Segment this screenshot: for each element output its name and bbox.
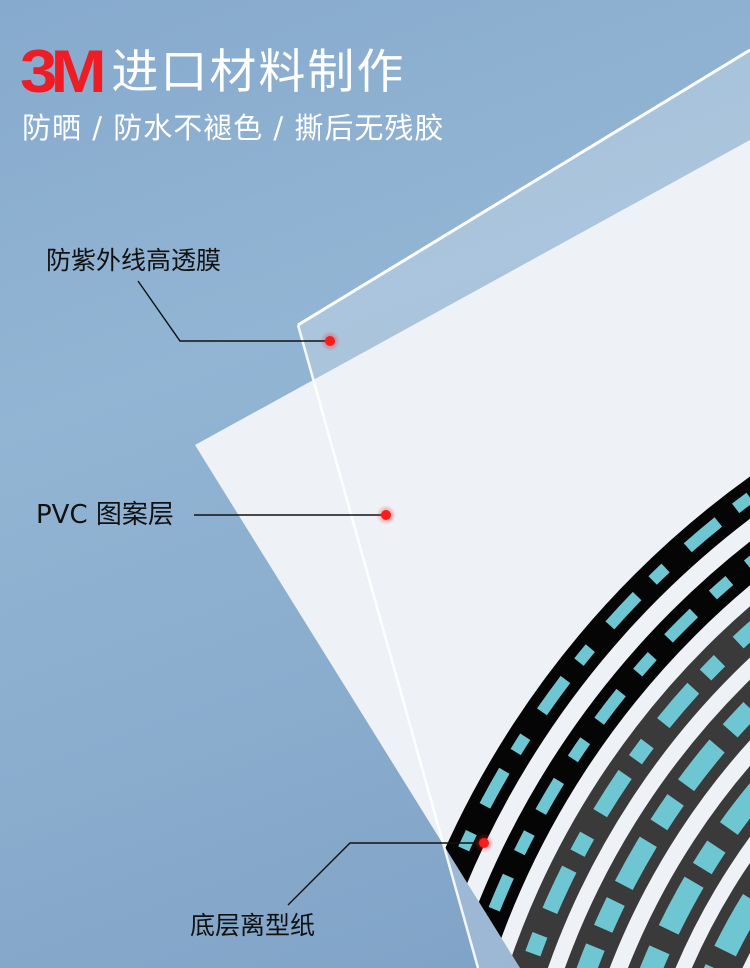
leader-line-film xyxy=(137,280,330,342)
callout-dot-pvc xyxy=(376,505,396,525)
callout-dot-film xyxy=(320,331,340,351)
callout-label-film: 防紫外线高透膜 xyxy=(46,246,222,275)
leader-line-paper xyxy=(287,842,484,906)
page-title: 进口材料制作 xyxy=(111,44,406,100)
headline: 3M 进口材料制作 xyxy=(20,42,405,102)
callout-dot-paper xyxy=(474,833,494,853)
brand-logo-3m: 3M xyxy=(20,38,107,105)
callout-label-backing: 底层离型纸 xyxy=(190,911,316,940)
callout-label-pvc: PVC 图案层 xyxy=(36,500,174,530)
release-paper-layer xyxy=(195,140,750,968)
film-edge-left xyxy=(296,324,480,968)
film-edge xyxy=(297,48,750,327)
feature-subtitle: 防晒 / 防水不褪色 / 撕后无残胶 xyxy=(22,111,445,145)
